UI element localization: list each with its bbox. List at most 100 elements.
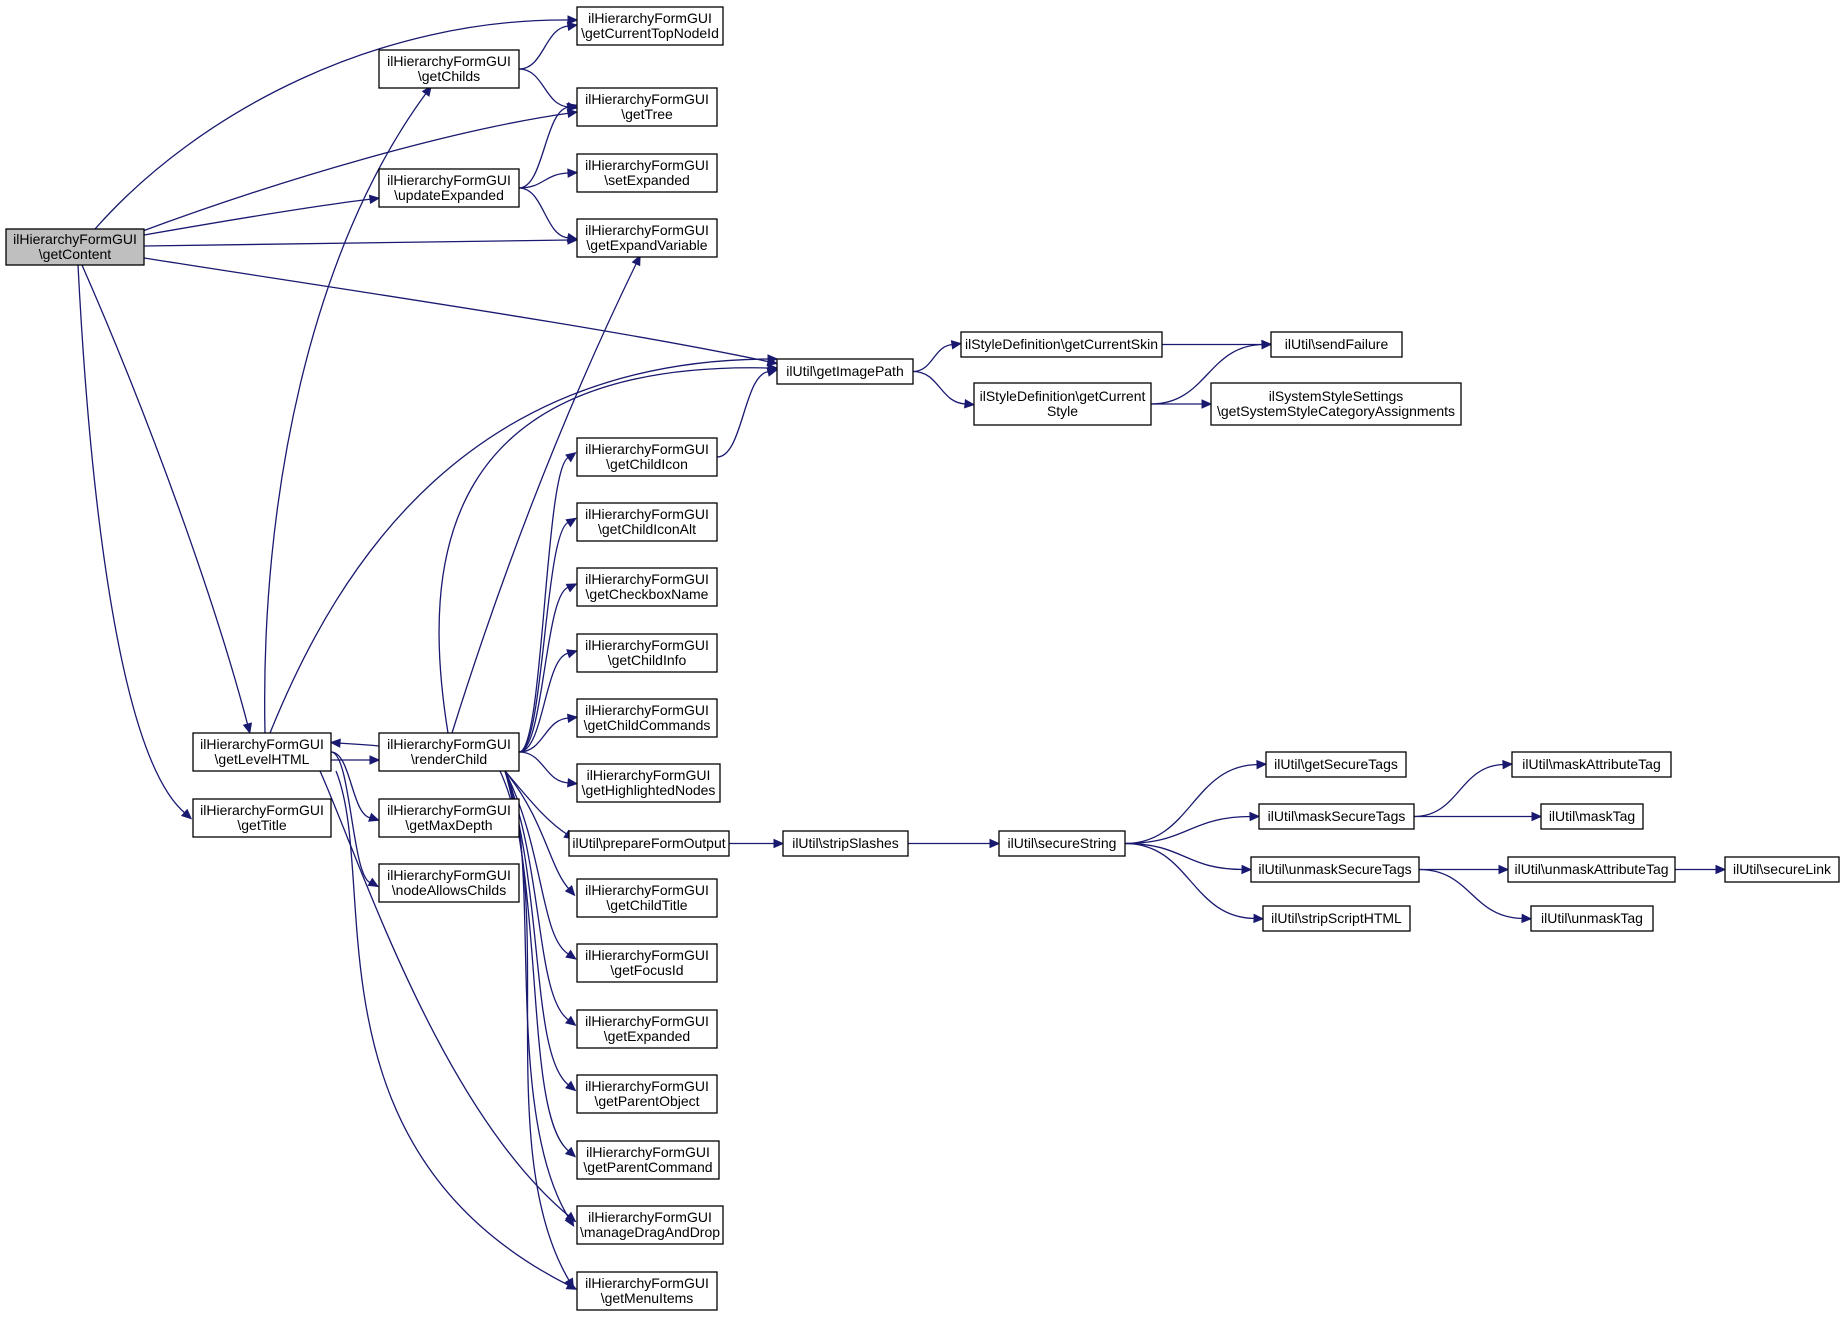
- node-getChildIconAlt[interactable]: ilHierarchyFormGUI\getChildIconAlt: [576, 502, 718, 542]
- node-box[interactable]: [576, 87, 718, 127]
- node-getLevelHTML[interactable]: ilHierarchyFormGUI\getLevelHTML: [192, 732, 332, 772]
- node-stripScriptHTML[interactable]: ilUtil\stripScriptHTML: [1262, 905, 1411, 932]
- node-secureString[interactable]: ilUtil\secureString: [998, 830, 1126, 857]
- node-box[interactable]: [576, 878, 718, 918]
- node-box[interactable]: [776, 358, 914, 385]
- node-box[interactable]: [576, 153, 718, 193]
- edge-line: [337, 742, 380, 747]
- node-box[interactable]: [1507, 856, 1676, 883]
- node-box[interactable]: [1530, 905, 1654, 932]
- node-box[interactable]: [378, 798, 520, 838]
- edge-line: [330, 751, 373, 819]
- node-getCurrentTopNodeId[interactable]: ilHierarchyFormGUI\getCurrentTopNodeId: [576, 6, 724, 46]
- node-box[interactable]: [1250, 856, 1420, 883]
- node-renderChild[interactable]: ilHierarchyFormGUI\renderChild: [378, 732, 520, 772]
- node-box[interactable]: [378, 863, 520, 903]
- node-box[interactable]: [378, 732, 520, 772]
- node-box[interactable]: [973, 382, 1152, 426]
- node-setExpanded[interactable]: ilHierarchyFormGUI\setExpanded: [576, 153, 718, 193]
- node-box[interactable]: [1262, 905, 1411, 932]
- node-box[interactable]: [378, 49, 520, 89]
- edge-arrowhead: [566, 232, 579, 243]
- edge-updateExpanded-to-getTree: [518, 102, 578, 189]
- node-getImagePath[interactable]: ilUtil\getImagePath: [776, 358, 914, 385]
- node-box[interactable]: [1724, 856, 1840, 883]
- node-box[interactable]: [576, 1009, 718, 1049]
- node-unmaskSecureTags[interactable]: ilUtil\unmaskSecureTags: [1250, 856, 1420, 883]
- node-box[interactable]: [576, 1205, 724, 1245]
- node-label: ilHierarchyFormGUI: [585, 1013, 709, 1029]
- edge-arrowhead: [1201, 399, 1213, 409]
- node-box[interactable]: [192, 798, 332, 838]
- edge-arrowhead: [1498, 864, 1510, 875]
- node-getMaxDepth[interactable]: ilHierarchyFormGUI\getMaxDepth: [378, 798, 520, 838]
- node-getCheckboxName[interactable]: ilHierarchyFormGUI\getCheckboxName: [576, 567, 718, 607]
- node-getHighlightedNodes[interactable]: ilHierarchyFormGUI\getHighlightedNodes: [576, 763, 721, 803]
- edge-line: [143, 239, 571, 247]
- node-box[interactable]: [1210, 382, 1462, 426]
- node-getChildIcon[interactable]: ilHierarchyFormGUI\getChildIcon: [576, 437, 718, 477]
- node-box[interactable]: [568, 830, 730, 857]
- node-box[interactable]: [576, 1271, 718, 1311]
- node-box[interactable]: [5, 228, 145, 266]
- node-box[interactable]: [576, 763, 721, 803]
- node-box[interactable]: [1540, 803, 1644, 830]
- node-manageDragAndDrop[interactable]: ilHierarchyFormGUI\manageDragAndDrop: [576, 1205, 724, 1245]
- node-box[interactable]: [576, 1074, 718, 1114]
- node-unmaskAttributeTag[interactable]: ilUtil\unmaskAttributeTag: [1507, 856, 1676, 883]
- node-getChildTitle[interactable]: ilHierarchyFormGUI\getChildTitle: [576, 878, 718, 918]
- node-getChildInfo[interactable]: ilHierarchyFormGUI\getChildInfo: [576, 633, 718, 673]
- edge-unmaskSecureTags-to-unmaskAttributeTag: [1419, 864, 1510, 875]
- node-box[interactable]: [1270, 331, 1403, 358]
- node-label: \getExpandVariable: [586, 237, 707, 253]
- node-box[interactable]: [576, 437, 718, 477]
- edge-arrowhead: [1521, 913, 1533, 924]
- node-box[interactable]: [192, 732, 332, 772]
- node-maskTag[interactable]: ilUtil\maskTag: [1540, 803, 1644, 830]
- node-getChilds[interactable]: ilHierarchyFormGUI\getChilds: [378, 49, 520, 89]
- node-box[interactable]: [1258, 803, 1415, 830]
- node-stripSlashes[interactable]: ilUtil\stripSlashes: [782, 830, 909, 857]
- node-getParentCommand[interactable]: ilHierarchyFormGUI\getParentCommand: [576, 1140, 720, 1180]
- node-getTitle[interactable]: ilHierarchyFormGUI\getTitle: [192, 798, 332, 838]
- edge-getLevelHTML-to-manageDragAndDrop: [319, 770, 577, 1223]
- node-box[interactable]: [998, 830, 1126, 857]
- edge-line: [518, 68, 571, 108]
- node-prepareFormOutput[interactable]: ilUtil\prepareFormOutput: [568, 830, 730, 857]
- node-secureLink[interactable]: ilUtil\secureLink: [1724, 856, 1840, 883]
- node-nodeAllowsChilds[interactable]: ilHierarchyFormGUI\nodeAllowsChilds: [378, 863, 520, 903]
- node-box[interactable]: [960, 331, 1163, 358]
- node-box[interactable]: [576, 633, 718, 673]
- node-box[interactable]: [1265, 751, 1407, 778]
- node-box[interactable]: [378, 168, 520, 208]
- node-getExpanded[interactable]: ilHierarchyFormGUI\getExpanded: [576, 1009, 718, 1049]
- node-getMenuItems[interactable]: ilHierarchyFormGUI\getMenuItems: [576, 1271, 718, 1311]
- node-box[interactable]: [576, 567, 718, 607]
- node-box[interactable]: [576, 218, 718, 258]
- node-box[interactable]: [576, 6, 724, 46]
- node-getChildCommands[interactable]: ilHierarchyFormGUI\getChildCommands: [576, 698, 718, 738]
- node-getSecureTags[interactable]: ilUtil\getSecureTags: [1265, 751, 1407, 778]
- node-box[interactable]: [576, 698, 718, 738]
- node-getParentObject[interactable]: ilHierarchyFormGUI\getParentObject: [576, 1074, 718, 1114]
- node-sendFailure[interactable]: ilUtil\sendFailure: [1270, 331, 1403, 358]
- node-getTree[interactable]: ilHierarchyFormGUI\getTree: [576, 87, 718, 127]
- node-maskAttributeTag[interactable]: ilUtil\maskAttributeTag: [1511, 751, 1672, 778]
- edge-getContent-to-updateExpanded: [143, 194, 381, 236]
- node-unmaskTag[interactable]: ilUtil\unmaskTag: [1530, 905, 1654, 932]
- node-box[interactable]: [1511, 751, 1672, 778]
- node-getSystemStyleCategoryAssignments[interactable]: ilSystemStyleSettings\getSystemStyleCate…: [1210, 382, 1462, 426]
- node-getCurrentSkin[interactable]: ilStyleDefinition\getCurrentSkin: [960, 331, 1163, 358]
- node-getFocusId[interactable]: ilHierarchyFormGUI\getFocusId: [576, 943, 718, 983]
- node-label: Style: [1047, 403, 1078, 419]
- node-getContent[interactable]: ilHierarchyFormGUI\getContent: [5, 228, 145, 266]
- node-box[interactable]: [576, 502, 718, 542]
- node-maskSecureTags[interactable]: ilUtil\maskSecureTags: [1258, 803, 1415, 830]
- node-updateExpanded[interactable]: ilHierarchyFormGUI\updateExpanded: [378, 168, 520, 208]
- node-box[interactable]: [576, 1140, 720, 1180]
- node-box[interactable]: [576, 943, 718, 983]
- node-label: \setExpanded: [604, 172, 690, 188]
- node-getExpandVariable[interactable]: ilHierarchyFormGUI\getExpandVariable: [576, 218, 718, 258]
- node-box[interactable]: [782, 830, 909, 857]
